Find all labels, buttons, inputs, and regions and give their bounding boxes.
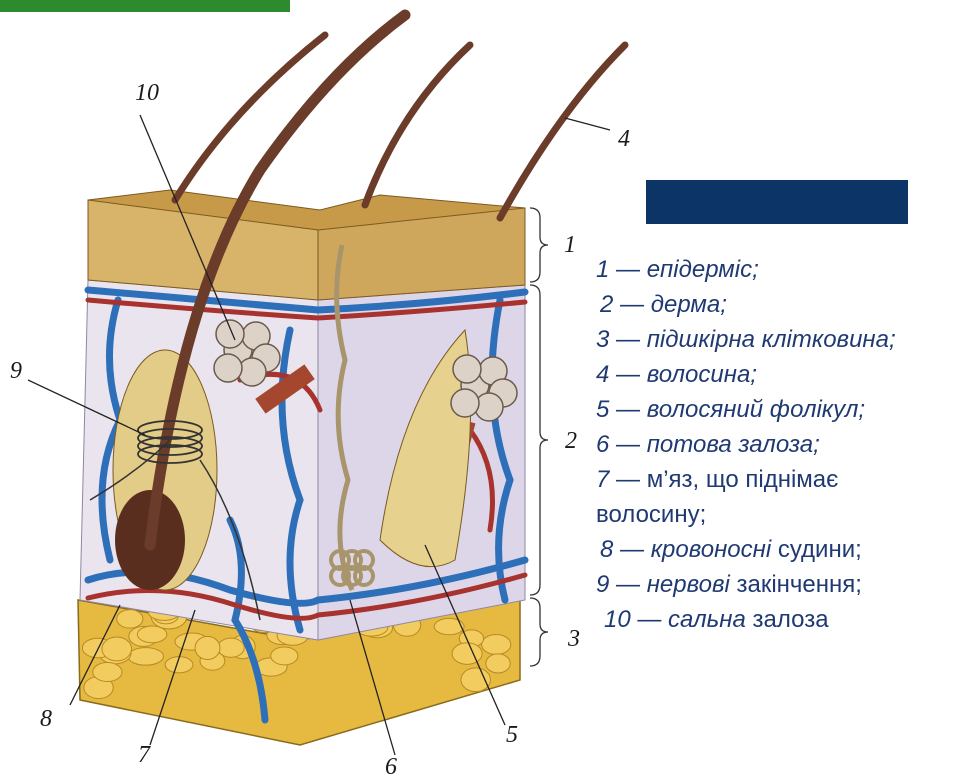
legend-text: підшкірна клітковина; (647, 326, 896, 353)
legend-text: нервові (647, 571, 730, 598)
label-6: 6 (385, 754, 397, 778)
legend-text-plain: закінчення; (736, 571, 861, 598)
legend-text-plain: залоза (753, 606, 829, 633)
legend-item-1: 1 — епідерміс; (596, 252, 966, 287)
gland-lobe (453, 355, 481, 383)
brace (530, 208, 548, 282)
hair-shaft (500, 45, 625, 218)
legend-item-7: 7 — м’яз, що піднімає (596, 462, 966, 497)
legend-dash: — (616, 466, 640, 493)
legend-text: сальна (668, 606, 746, 633)
label-1: 1 (564, 232, 576, 258)
fat-cell (117, 610, 143, 628)
label-3: 3 (567, 626, 580, 652)
epidermis-layer (88, 190, 525, 300)
label-8: 8 (40, 706, 52, 732)
legend-number: 9 (596, 571, 609, 598)
legend-dash: — (616, 256, 640, 283)
legend: 1 — епідерміс; 2 — дерма; 3 — підшкірна … (596, 252, 966, 637)
legend-item-6: 6 — потова залоза; (596, 427, 966, 462)
gland-lobe (214, 354, 242, 382)
legend-text: дерма; (651, 291, 727, 318)
fat-cell (137, 626, 166, 643)
legend-number: 7 (596, 466, 609, 493)
brace (530, 598, 548, 666)
legend-dash: — (616, 326, 640, 353)
layer-braces (530, 208, 548, 666)
label-5: 5 (506, 722, 518, 748)
legend-dash: — (616, 571, 640, 598)
label-7: 7 (138, 742, 151, 768)
hair-shaft (365, 45, 470, 205)
legend-item-2: 2 — дерма; (596, 287, 966, 322)
legend-dash: — (637, 606, 661, 633)
fat-cell (128, 648, 163, 666)
gland-lobe (475, 393, 503, 421)
legend-item-3: 3 — підшкірна клітковина; (596, 322, 966, 357)
legend-number: 6 (596, 431, 609, 458)
gland-lobe (238, 358, 266, 386)
label-4: 4 (618, 126, 630, 152)
fat-cell (102, 637, 132, 661)
leader-line (565, 118, 610, 130)
gland-lobe (451, 389, 479, 417)
legend-number: 3 (596, 326, 609, 353)
legend-dash: — (616, 431, 640, 458)
label-10: 10 (135, 80, 159, 106)
label-9: 9 (10, 358, 22, 384)
legend-item-10: 10 — сальна залоза (596, 602, 966, 637)
legend-dash: — (620, 291, 644, 318)
brace (530, 285, 548, 595)
label-2: 2 (565, 428, 577, 454)
legend-dash: — (616, 361, 640, 388)
legend-text: волосину; (596, 501, 706, 528)
legend-text: волосяний фолікул; (647, 396, 865, 423)
legend-item-7-continued: волосину; (596, 497, 966, 532)
fat-cell (461, 668, 491, 692)
legend-number: 10 (604, 606, 631, 633)
fat-cell (486, 654, 510, 673)
legend-text: кровоносні (651, 536, 771, 563)
legend-item-5: 5 — волосяний фолікул; (596, 392, 966, 427)
fat-cell (482, 635, 511, 655)
gland-lobe (216, 320, 244, 348)
legend-item-8: 8 — кровоносні судини; (596, 532, 966, 567)
legend-text: м’яз, що піднімає (647, 466, 839, 493)
legend-text-plain: судини; (778, 536, 862, 563)
legend-number: 2 (600, 291, 613, 318)
fat-cell (434, 618, 464, 634)
fat-cell (195, 636, 220, 659)
legend-text: волосина; (647, 361, 757, 388)
legend-number: 4 (596, 361, 609, 388)
legend-text: епідерміс; (647, 256, 759, 283)
fat-cell (271, 647, 298, 665)
legend-item-9: 9 — нервові закінчення; (596, 567, 966, 602)
legend-number: 8 (600, 536, 613, 563)
legend-dash: — (620, 536, 644, 563)
legend-number: 1 (596, 256, 609, 283)
fat-cell (93, 663, 122, 682)
legend-dash: — (616, 396, 640, 423)
fat-cell (452, 643, 482, 665)
legend-text: потова залоза; (647, 431, 820, 458)
hidden-title-box (646, 180, 908, 224)
legend-item-4: 4 — волосина; (596, 357, 966, 392)
legend-number: 5 (596, 396, 609, 423)
